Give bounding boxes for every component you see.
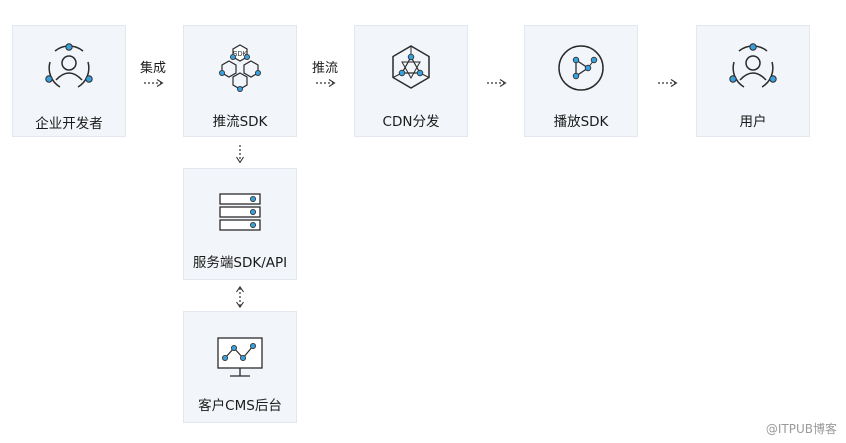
arrow-player-sdk-to-user bbox=[657, 78, 679, 88]
node-label: 服务端SDK/API bbox=[192, 255, 288, 271]
node-server-sdk: 服务端SDK/API bbox=[183, 168, 297, 280]
node-push-sdk: SDK 推流SDK bbox=[183, 25, 297, 137]
user-circle-icon bbox=[727, 42, 779, 94]
arrow-server-sdk-cms-bidirectional bbox=[235, 285, 245, 309]
edge-label-integrate: 集成 bbox=[140, 61, 167, 76]
monitor-chart-icon bbox=[216, 336, 264, 380]
watermark: @ITPUB博客 bbox=[765, 422, 837, 436]
sdk-badge: SDK bbox=[233, 51, 248, 58]
arrow-developer-to-push-sdk bbox=[143, 78, 165, 88]
node-label: 推流SDK bbox=[212, 114, 268, 130]
node-label: 播放SDK bbox=[553, 114, 609, 130]
node-label: 用户 bbox=[739, 114, 767, 130]
node-developer: 企业开发者 bbox=[12, 25, 126, 137]
node-user: 用户 bbox=[696, 25, 810, 137]
node-cdn: CDN分发 bbox=[354, 25, 468, 137]
network-hexagon-icon bbox=[386, 42, 436, 92]
node-label: 企业开发者 bbox=[35, 116, 103, 132]
arrow-push-sdk-to-server-sdk bbox=[235, 144, 245, 164]
arrow-push-sdk-to-cdn bbox=[315, 78, 337, 88]
server-stack-icon bbox=[218, 192, 262, 232]
sdk-hexagon-icon: SDK bbox=[214, 43, 266, 93]
edge-label-push: 推流 bbox=[312, 61, 339, 76]
node-player-sdk: 播放SDK bbox=[524, 25, 638, 137]
play-circle-icon bbox=[556, 43, 606, 93]
node-label: CDN分发 bbox=[382, 114, 440, 130]
node-cms: 客户CMS后台 bbox=[183, 311, 297, 423]
user-circle-icon bbox=[43, 42, 95, 94]
node-label: 客户CMS后台 bbox=[198, 398, 282, 414]
arrow-cdn-to-player-sdk bbox=[486, 78, 508, 88]
